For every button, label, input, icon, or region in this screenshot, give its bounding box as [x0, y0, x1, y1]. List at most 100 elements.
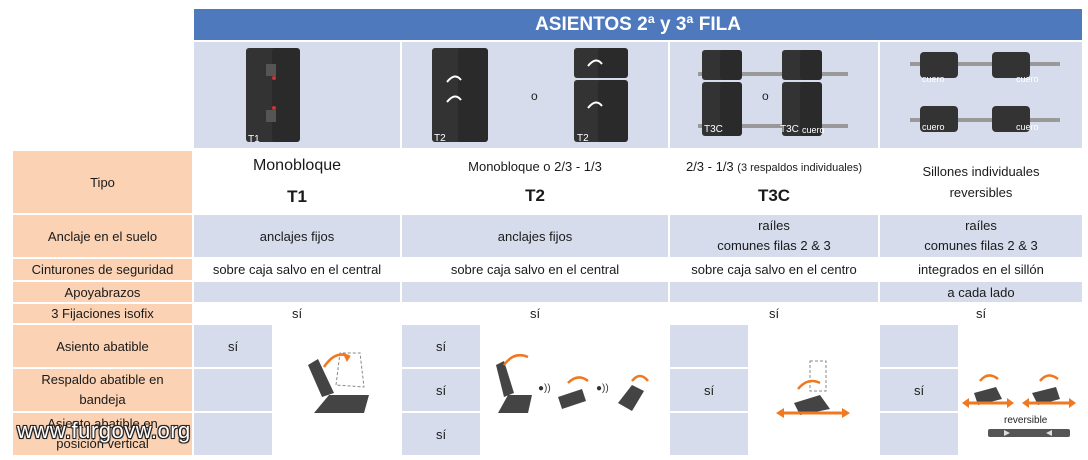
t2-image-label-a: T2	[434, 133, 446, 144]
row-label-apoyabrazos: Apoyabrazos	[13, 282, 192, 302]
cinturones-col2: sobre caja salvo en el central	[402, 259, 668, 280]
row-label-tipo: Tipo	[13, 151, 192, 213]
svg-text:●)): ●))	[538, 383, 551, 394]
tipo-col3-code: T3C	[757, 185, 791, 205]
vertical-col3	[670, 413, 748, 455]
t3c-fold-svg	[776, 360, 850, 418]
isofix-col2: sí	[402, 304, 668, 323]
isofix-col1: sí	[194, 304, 400, 323]
tipo-col1-desc: Monobloque	[252, 157, 342, 174]
rev-cuero-4: cuero	[1016, 122, 1039, 132]
seat-t2-illustration: T2 o T2	[432, 48, 628, 144]
table-title-text: ASIENTOS 2ª y 3ª FILA	[535, 13, 741, 35]
tipo-col1-code: T1	[287, 187, 307, 206]
t3c-or-text: o	[762, 89, 769, 103]
row-label-vertical-line1: Asiento abatible en	[47, 416, 158, 431]
row-label-abatible: Asiento abatible	[13, 325, 192, 367]
t1-fold-illustration	[274, 325, 400, 455]
isofix-col3-text: sí	[768, 306, 780, 321]
respaldo-col2-text: sí	[435, 382, 447, 398]
respaldo-col4: sí	[880, 369, 958, 411]
seat-t1-illustration: T1	[246, 48, 300, 145]
row-label-isofix-text: 3 Fijaciones isofix	[51, 306, 154, 321]
seat-t3c-illustration: o T3C T3C cuero	[698, 50, 848, 136]
row-label-apoyabrazos-text: Apoyabrazos	[64, 284, 141, 300]
t2-or-text: o	[531, 89, 538, 103]
cinturones-col4: integrados en el sillón	[880, 259, 1082, 280]
cinturones-col3-text: sobre caja salvo en el centro	[691, 262, 857, 277]
t2-fold-svg: ●)) ●))	[496, 354, 649, 413]
vertical-col4	[880, 413, 958, 455]
respaldo-col4-text: sí	[913, 382, 925, 398]
vertical-col2-text: sí	[435, 426, 447, 442]
rev-cuero-3: cuero	[922, 122, 945, 132]
apoyabrazos-col4: a cada lado	[880, 282, 1082, 302]
apoyabrazos-col3	[670, 282, 878, 302]
anclaje-col3: raíles comunes filas 2 & 3	[670, 215, 878, 257]
row-label-cinturones-text: Cinturones de seguridad	[31, 262, 174, 277]
row-label-tipo-text: Tipo	[90, 174, 115, 190]
abatible-col1-text: sí	[227, 338, 239, 354]
row-label-anclaje-text: Anclaje en el suelo	[47, 228, 158, 244]
t3c-cuero-label: cuero	[802, 125, 825, 135]
tipo-col3-desc: 2/3 - 1/3	[685, 158, 734, 174]
cinturones-col1: sobre caja salvo en el central	[194, 259, 400, 280]
rev-cuero-1: cuero	[922, 74, 945, 84]
table-title: ASIENTOS 2ª y 3ª FILA	[194, 9, 1082, 40]
isofix-col3: sí	[670, 304, 878, 323]
tipo-col4-line1: Sillones individuales	[922, 164, 1040, 179]
seat-image-reversible: cuero cuero cuero cuero	[880, 42, 1082, 148]
abatible-col3	[670, 325, 748, 367]
cinturones-col2-text: sobre caja salvo en el central	[450, 262, 620, 277]
isofix-col4: sí	[880, 304, 1082, 323]
row-label-vertical-line2: posición vertical	[56, 436, 149, 451]
tipo-col2-desc: Monobloque o 2/3 - 1/3	[468, 158, 602, 174]
rev-cuero-2: cuero	[1016, 74, 1039, 84]
anclaje-col1-text: anclajes fijos	[259, 228, 335, 244]
cinturones-col4-text: integrados en el sillón	[918, 262, 1044, 277]
tipo-col1: Monobloque T1	[194, 151, 400, 213]
reversible-label: reversible	[1004, 415, 1048, 426]
reversible-fold-svg: reversible	[962, 374, 1076, 437]
abatible-col2: sí	[402, 325, 480, 367]
anclaje-col4-line2: comunes filas 2 & 3	[924, 238, 1038, 253]
abatible-col1: sí	[194, 325, 272, 367]
isofix-col1-text: sí	[291, 306, 303, 321]
t1-fold-svg	[308, 352, 369, 413]
reversible-fold-illustration: reversible	[960, 325, 1082, 455]
anclaje-col2-text: anclajes fijos	[497, 228, 573, 244]
row-label-isofix: 3 Fijaciones isofix	[13, 304, 192, 323]
isofix-col2-text: sí	[529, 306, 541, 321]
respaldo-col3: sí	[670, 369, 748, 411]
row-label-respaldo-line1: Respaldo abatible en	[41, 372, 164, 387]
tipo-col4-line2: reversibles	[949, 185, 1013, 200]
row-label-anclaje: Anclaje en el suelo	[13, 215, 192, 257]
vertical-col2: sí	[402, 413, 480, 455]
seat-image-t2: T2 o T2	[402, 42, 668, 148]
seat-image-t3c: o T3C T3C cuero	[670, 42, 878, 148]
t2-image-label-b: T2	[577, 133, 589, 144]
cinturones-col3: sobre caja salvo en el centro	[670, 259, 878, 280]
t1-image-label: T1	[248, 134, 260, 145]
seat-image-t1: T1	[194, 42, 400, 148]
row-label-abatible-text: Asiento abatible	[56, 338, 149, 354]
tipo-col2-code: T2	[525, 185, 545, 205]
abatible-col4	[880, 325, 958, 367]
watermark-text: www.furgovw.org	[17, 418, 191, 443]
anclaje-col3-line1: raíles	[758, 218, 790, 233]
cinturones-col1-text: sobre caja salvo en el central	[212, 262, 382, 277]
watermark: www.furgovw.org	[17, 418, 191, 444]
t3c-fold-illustration	[750, 325, 878, 455]
respaldo-col1	[194, 369, 272, 411]
anclaje-col4-line1: raíles	[965, 218, 997, 233]
apoyabrazos-col1	[194, 282, 400, 302]
tipo-col2: Monobloque o 2/3 - 1/3 T2	[402, 151, 668, 213]
isofix-col4-text: sí	[975, 306, 987, 321]
tipo-col4: Sillones individuales reversibles	[880, 151, 1082, 213]
anclaje-col2: anclajes fijos	[402, 215, 668, 257]
abatible-col2-text: sí	[435, 338, 447, 354]
svg-text:●)): ●))	[596, 383, 609, 394]
anclaje-col3-line2: comunes filas 2 & 3	[717, 238, 831, 253]
apoyabrazos-col2	[402, 282, 668, 302]
t2-fold-illustration: ●)) ●))	[482, 325, 668, 455]
